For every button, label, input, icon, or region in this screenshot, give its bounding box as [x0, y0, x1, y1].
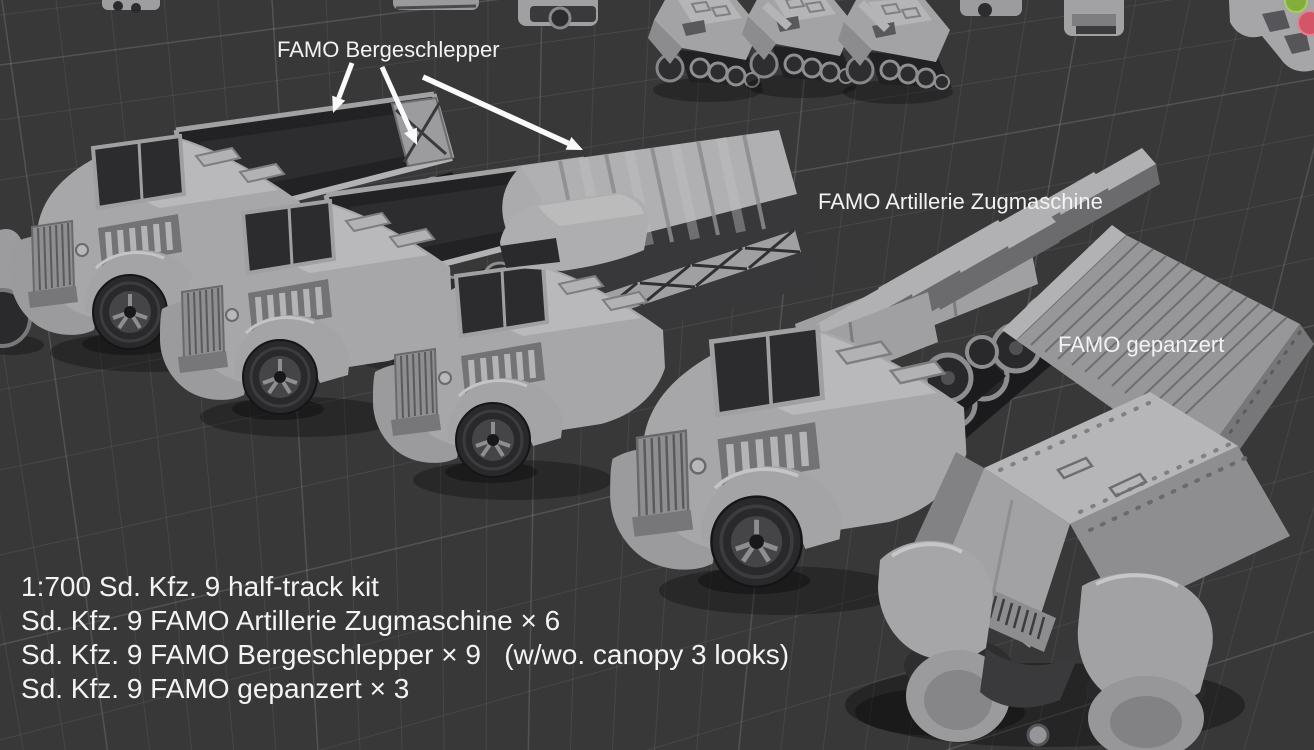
tow-hitch — [1026, 723, 1050, 747]
caption-line-2: Sd. Kfz. 9 FAMO Artillerie Zugmaschine ×… — [21, 605, 561, 636]
gun-barrel — [858, 0, 890, 32]
fender-right — [1077, 572, 1213, 708]
model-gepanzert[interactable] — [845, 225, 1314, 750]
model-armored-halftrack-3[interactable] — [836, 0, 955, 106]
label-bergeschlepper: FAMO Bergeschlepper — [277, 37, 500, 62]
caption-line-3: Sd. Kfz. 9 FAMO Bergeschlepper × 9 (w/wo… — [21, 639, 790, 670]
gun-barrel — [762, 2, 792, 30]
fender-highlight — [1095, 573, 1180, 588]
label-gepanzert: FAMO gepanzert — [1058, 332, 1224, 357]
rivet-row — [1202, 330, 1302, 472]
fender-highlight — [890, 542, 963, 558]
armor-roof — [984, 392, 1238, 524]
model-armored-halftrack-1[interactable] — [646, 0, 765, 104]
cab-windshield — [500, 238, 560, 268]
model-armored-halftrack-2[interactable] — [740, 0, 859, 100]
model-fragment[interactable] — [960, 0, 1022, 17]
model-bergeschlepper-canopy[interactable] — [373, 130, 815, 500]
caption-line-4: Sd. Kfz. 9 FAMO gepanzert × 3 — [21, 673, 410, 704]
roof-hatch — [1108, 472, 1148, 498]
underside — [980, 648, 1080, 708]
gizmo-axis-y-icon[interactable] — [1284, 0, 1308, 13]
model-fragment[interactable] — [1064, 0, 1124, 36]
caption-block: 1:700 Sd. Kfz. 9 half-track kit Sd. Kfz.… — [21, 570, 789, 706]
model-fragment[interactable] — [102, 0, 160, 13]
model-fragment[interactable] — [518, 0, 598, 30]
caption-line-1: 1:700 Sd. Kfz. 9 half-track kit — [21, 571, 379, 602]
rivet-row — [1078, 442, 1232, 514]
rivet-row — [998, 396, 1162, 472]
rivet-row — [1088, 454, 1252, 532]
model-fragment[interactable] — [393, 0, 479, 10]
gizmo-axis-x-icon[interactable] — [1297, 10, 1314, 36]
annotation-arrows — [332, 62, 583, 150]
wheel-disc — [1110, 696, 1182, 748]
model-fragment[interactable] — [1228, 0, 1314, 72]
navigation-gizmo[interactable] — [1284, 0, 1314, 36]
bed-rail-left — [1002, 225, 1126, 340]
roof-hatch — [1056, 456, 1094, 480]
wheel-disc — [924, 670, 992, 730]
fender-left — [878, 540, 993, 661]
cab-roof-highlight — [538, 194, 644, 226]
label-artillerie: FAMO Artillerie Zugmaschine — [818, 189, 1103, 214]
